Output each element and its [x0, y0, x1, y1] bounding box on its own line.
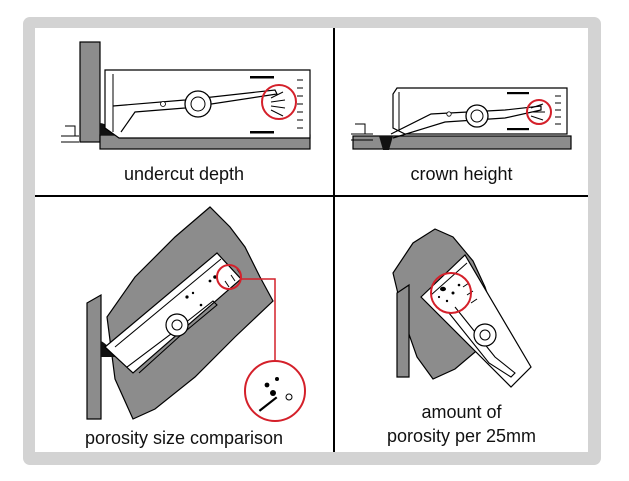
- undercut-gauge-illustration: [61, 41, 311, 150]
- caption-crown-height: crown height: [410, 164, 513, 184]
- porosity-size-illustration: [86, 206, 306, 422]
- caption-amount-of: amount of: [421, 402, 502, 422]
- caption-porosity-size-comparison: porosity size comparison: [84, 428, 284, 448]
- caption-undercut-depth: undercut depth: [123, 164, 245, 184]
- panel-crown-height: crown height: [335, 28, 588, 195]
- crown-gauge-illustration: [351, 87, 572, 150]
- panel-undercut-depth: undercut depth: [35, 28, 333, 195]
- panel-grid: undercut depth: [35, 28, 588, 452]
- caption-porosity-per-25mm: porosity per 25mm: [386, 426, 537, 446]
- porosity-amount-illustration: [392, 228, 532, 388]
- panel-porosity-size-comparison: porosity size comparison: [35, 197, 333, 452]
- panel-porosity-per-25mm: amount of porosity per 25mm: [335, 197, 588, 452]
